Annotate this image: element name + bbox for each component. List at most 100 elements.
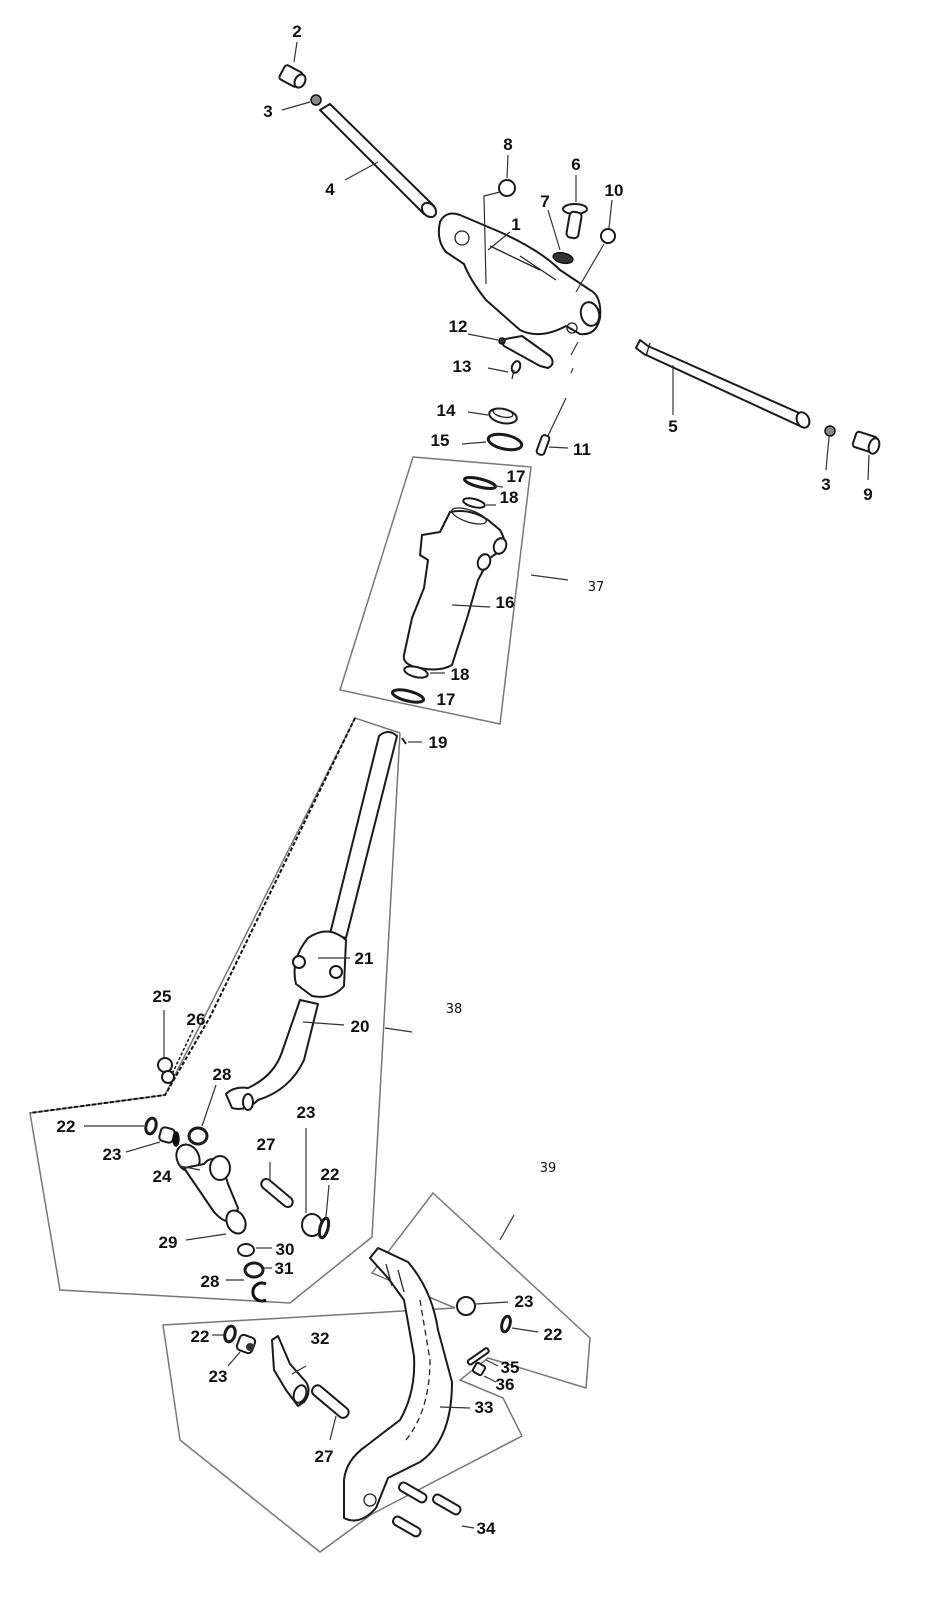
leader-9 [867, 454, 870, 481]
leader-8-bracket [483, 191, 501, 285]
part-24-universal-joint [175, 1143, 239, 1222]
label-part-17-lower: 17 [437, 690, 456, 709]
part-33-pedal-arm [343, 1247, 453, 1522]
label-part-20: 20 [351, 1017, 370, 1036]
label-part-28-lower: 28 [201, 1272, 220, 1291]
label-part-17-top: 17 [507, 467, 526, 486]
leader-14 [467, 411, 489, 416]
label-part-25: 25 [153, 987, 172, 1006]
part-23-bushing-lower-left [235, 1333, 257, 1355]
part-6-bolt [562, 203, 588, 240]
label-part-8: 8 [503, 135, 512, 154]
part-32-lever [271, 1335, 310, 1407]
leader-2 [293, 41, 298, 63]
leader-24 [179, 1165, 201, 1171]
leader-32 [291, 1365, 307, 1375]
label-part-1: 1 [511, 215, 520, 234]
label-part-15: 15 [431, 431, 450, 450]
leader-23a [125, 1141, 161, 1153]
part-12-clamp [498, 335, 554, 369]
label-part-27-upper: 27 [257, 1135, 276, 1154]
part-5-tube [635, 339, 811, 429]
label-part-3-right: 3 [821, 475, 830, 494]
label-part-13: 13 [453, 357, 472, 376]
part-31-nut [243, 1261, 265, 1279]
label-part-30: 30 [276, 1240, 295, 1259]
part-35-36-screw-nut [466, 1347, 490, 1377]
assembly-37-outline [339, 456, 532, 725]
leader-11-dash [570, 367, 574, 374]
leader-33 [439, 1406, 471, 1409]
label-part-10: 10 [605, 181, 624, 200]
label-part-21: 21 [355, 949, 374, 968]
leader-29 [185, 1233, 227, 1241]
part-15-seal-ring [486, 432, 524, 452]
label-part-12: 12 [449, 317, 468, 336]
part-23-bushing-left [158, 1126, 180, 1147]
label-part-24: 24 [153, 1167, 172, 1186]
label-part-22-left: 22 [57, 1117, 76, 1136]
assembly-38-outline [29, 717, 401, 1304]
label-part-11: 11 [573, 440, 591, 459]
part-18-ring-top [462, 497, 486, 509]
leader-26 [171, 1029, 194, 1075]
label-part-36: 36 [496, 1375, 515, 1394]
part-7-washer [552, 251, 574, 265]
leader-11-mid [545, 397, 567, 441]
label-part-22-lower-left: 22 [191, 1327, 210, 1346]
leader-7 [547, 209, 561, 251]
leader-16 [451, 604, 491, 608]
label-part-2: 2 [292, 22, 301, 41]
assembly-38-leader [384, 1027, 413, 1033]
label-part-6: 6 [571, 155, 580, 174]
label-assembly-38: 38 [446, 1002, 463, 1017]
part-22-oring-left [144, 1116, 158, 1136]
label-part-23-lower-left: 23 [209, 1367, 228, 1386]
label-part-27-lower: 27 [315, 1447, 334, 1466]
part-28-circlip [251, 1281, 267, 1303]
part-25-26-nut-washer [157, 1057, 175, 1084]
leader-22b [325, 1184, 330, 1218]
label-part-23-left: 23 [103, 1145, 122, 1164]
label-assembly-39: 39 [540, 1161, 557, 1176]
part-13-screw [510, 360, 522, 380]
part-28-nut-top [187, 1126, 209, 1146]
label-part-35: 35 [501, 1358, 520, 1377]
label-part-28-top: 28 [213, 1065, 232, 1084]
part-22-oring-center [317, 1216, 331, 1240]
part-18-ring-lower [403, 665, 429, 679]
part-23-bushing-right [456, 1296, 476, 1316]
leader-8 [506, 154, 509, 179]
part-27-pin-lower [310, 1384, 350, 1419]
label-part-34: 34 [477, 1519, 496, 1538]
label-part-23-center: 23 [297, 1103, 316, 1122]
part-4-tube [319, 103, 438, 219]
label-part-5: 5 [668, 417, 677, 436]
label-assembly-37: 37 [588, 580, 605, 595]
leader-20 [302, 1021, 345, 1026]
label-part-22-center: 22 [321, 1165, 340, 1184]
part-10-nut [600, 228, 616, 244]
leader-3b [825, 436, 830, 471]
leader-11-upper [570, 341, 579, 356]
part-17-ring-top [462, 476, 498, 490]
part-16-housing [402, 507, 508, 671]
leader-4 [344, 161, 379, 181]
part-8-nut [498, 179, 516, 197]
part-14-bearing [488, 407, 518, 425]
leader-15 [461, 441, 487, 445]
label-part-3-top: 3 [263, 102, 272, 121]
label-part-31: 31 [275, 1259, 294, 1278]
leader-34 [461, 1525, 475, 1529]
part-22-oring-lower-left [223, 1324, 237, 1344]
part-27-pin-upper [260, 1178, 294, 1208]
leader-12 [467, 333, 499, 341]
label-part-29: 29 [159, 1233, 178, 1252]
label-part-9: 9 [863, 485, 872, 504]
part-3-ball-right [824, 425, 836, 437]
label-part-4: 4 [325, 180, 335, 199]
part-11-bolt [535, 434, 551, 456]
part-9-end-cap [851, 430, 881, 455]
part-3-ball-top [310, 94, 322, 106]
